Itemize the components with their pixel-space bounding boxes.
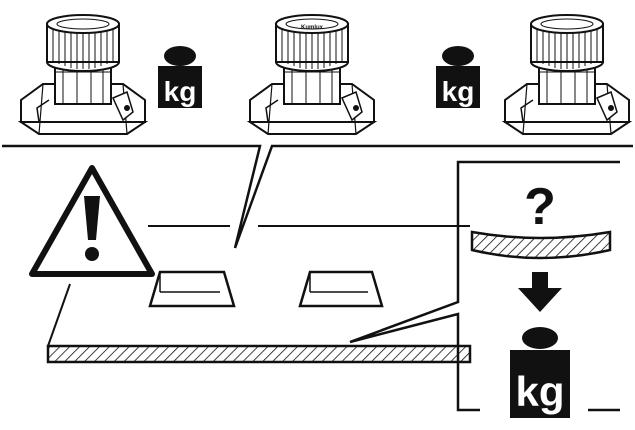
weight-kg-label: kg — [442, 76, 475, 107]
bending-panel-icon — [470, 230, 612, 260]
downlight-fixture-icon — [249, 14, 375, 135]
weight-kg-label: kg — [164, 76, 197, 107]
ceiling-panel-view — [46, 225, 472, 364]
weight-kg-icon: kg — [436, 46, 480, 108]
ceiling-cutout — [148, 270, 236, 308]
downlight-fixture-icon — [504, 14, 630, 135]
down-arrow-icon — [518, 272, 562, 312]
load-detail-inset: ? kg — [349, 160, 620, 418]
ceiling-cutout — [298, 270, 384, 308]
weight-kg-icon: kg — [510, 327, 570, 418]
question-mark: ? — [524, 178, 556, 236]
warning-triangle-icon — [29, 165, 155, 277]
downlight-fixture-icon — [20, 14, 146, 135]
fixture-brand-label: Kumlux — [301, 25, 324, 31]
weight-kg-label: kg — [515, 368, 564, 415]
weight-kg-icon: kg — [158, 46, 202, 108]
ceiling-callout — [2, 144, 633, 249]
